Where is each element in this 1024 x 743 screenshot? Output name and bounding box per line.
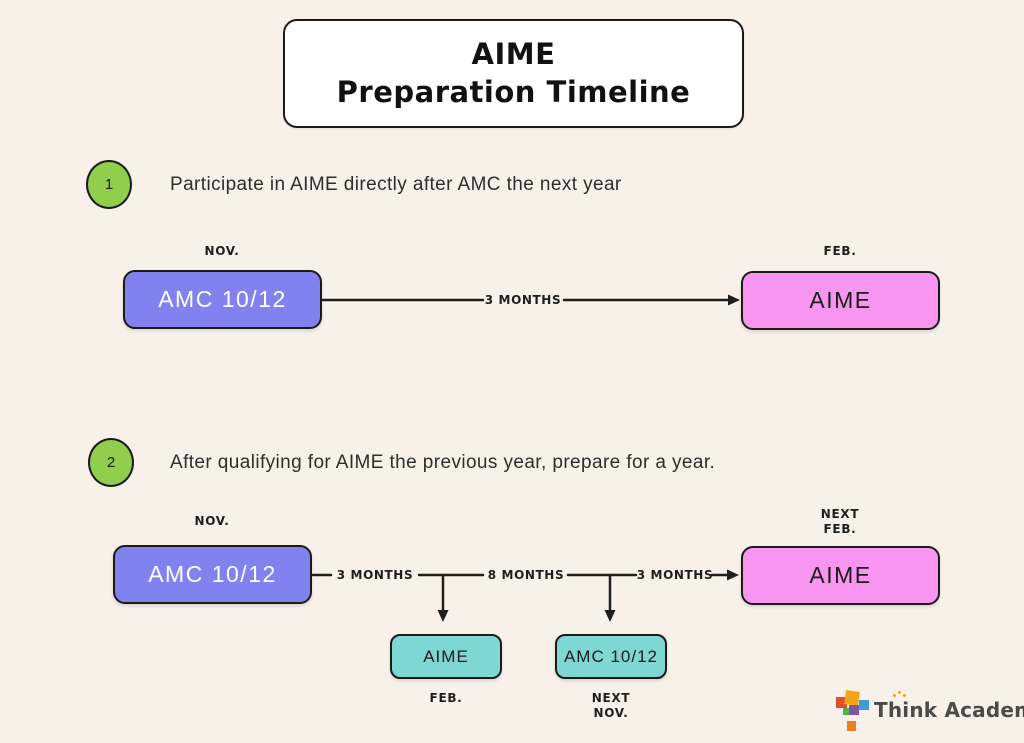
- title-line-2: Preparation Timeline: [336, 74, 691, 109]
- step-1-number: 1: [104, 176, 114, 193]
- diagram2-duration1-label: 3 MONTHS: [336, 568, 414, 582]
- think-academy-logo-icon: [836, 690, 870, 733]
- diagram1-amc-box: AMC 10/12: [123, 270, 322, 329]
- think-academy-logo: Think Academy: [832, 688, 1024, 734]
- diagram2-branch-amc-month-label: NEXT NOV.: [591, 691, 631, 720]
- think-academy-logo-text: Think Academy: [874, 698, 1024, 722]
- diagram2-duration3-label: 3 MONTHS: [636, 568, 714, 582]
- diagram2-duration2-label: 8 MONTHS: [487, 568, 565, 582]
- diagram2-start-month-label: NOV.: [194, 514, 230, 528]
- diagram1-start-month-label: NOV.: [204, 244, 240, 258]
- diagram1-amc-label: AMC 10/12: [158, 286, 287, 312]
- diagram2-branch-aime-box: AIME: [390, 634, 502, 679]
- title-line-1: AIME: [471, 37, 556, 72]
- diagram2-branch-aime-month-label: FEB.: [429, 691, 463, 705]
- diagram2-branch-aime-label: AIME: [423, 646, 469, 666]
- diagram1-end-month-label: FEB.: [823, 244, 857, 258]
- diagram2-amc-label: AMC 10/12: [148, 561, 277, 587]
- diagram1-aime-label: AIME: [809, 287, 872, 313]
- diagram2-end-month-label: NEXT FEB.: [820, 507, 860, 536]
- diagram1-aime-box: AIME: [741, 271, 940, 330]
- diagram2-branch-amc-box: AMC 10/12: [555, 634, 667, 679]
- step-1-text: Participate in AIME directly after AMC t…: [170, 174, 622, 195]
- step-2-badge: 2: [88, 438, 134, 487]
- step-2-number: 2: [106, 454, 116, 471]
- diagram1-duration-label: 3 MONTHS: [484, 293, 562, 307]
- diagram2-aime-label: AIME: [809, 562, 872, 588]
- diagram2-amc-box: AMC 10/12: [113, 545, 312, 604]
- title-card: AIME Preparation Timeline: [283, 19, 744, 128]
- diagram2-branch-amc-label: AMC 10/12: [563, 646, 659, 666]
- crown-icon: [898, 691, 901, 694]
- step-2-text: After qualifying for AIME the previous y…: [170, 452, 716, 473]
- diagram2-aime-box: AIME: [741, 546, 940, 605]
- step-1-badge: 1: [86, 160, 132, 209]
